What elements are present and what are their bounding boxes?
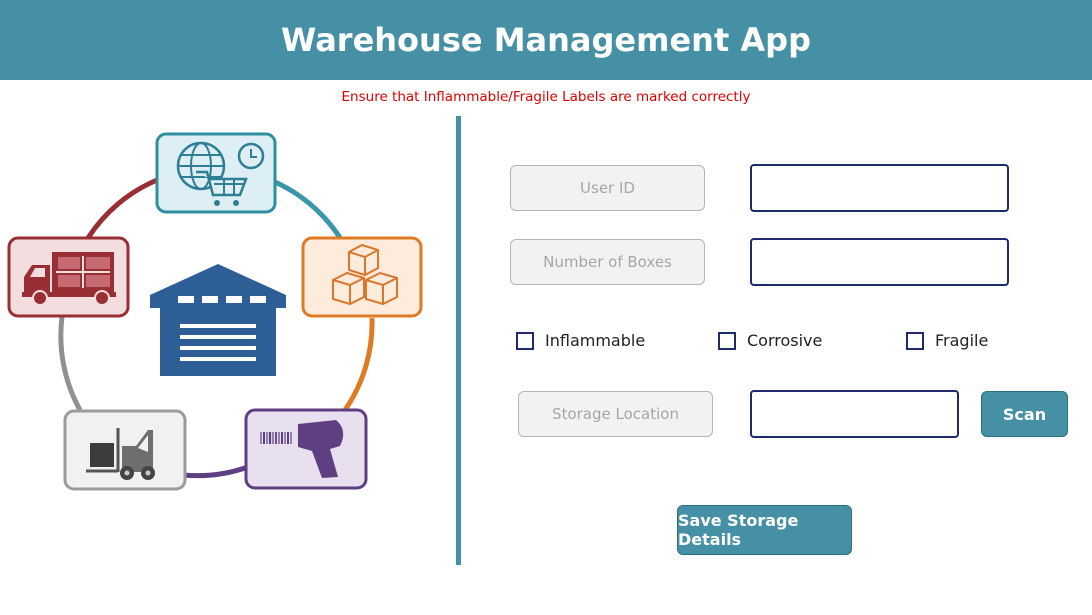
corrosive-label: Corrosive [747,331,823,350]
fragile-label: Fragile [935,331,989,350]
number-of-boxes-label-button[interactable]: Number of Boxes [510,239,705,285]
user-id-label-button[interactable]: User ID [510,165,705,211]
user-id-input[interactable] [750,164,1009,212]
storage-location-label-button[interactable]: Storage Location [518,391,713,437]
inflammable-label: Inflammable [545,331,646,350]
fragile-checkbox[interactable]: Fragile [906,331,988,350]
number-of-boxes-input[interactable] [750,238,1009,286]
corrosive-checkbox[interactable]: Corrosive [718,331,822,350]
save-storage-details-button[interactable]: Save Storage Details [677,505,852,555]
boxes-icon [301,236,423,318]
vertical-divider [456,116,461,565]
label-warning-text: Ensure that Inflammable/Fragile Labels a… [341,89,751,105]
checkbox-box[interactable] [718,331,736,350]
forklift-icon [63,409,187,491]
scan-button[interactable]: Scan [981,391,1068,437]
checkbox-box[interactable] [906,331,924,350]
checkbox-box[interactable] [516,331,534,350]
warehouse-cycle-illustration [7,132,423,491]
app-title: Warehouse Management App [281,21,811,59]
app-header: Warehouse Management App [0,0,1092,80]
delivery-truck-icon [7,236,130,318]
globe-cart-clock-icon [155,132,277,214]
warehouse-icon [150,264,286,376]
inflammable-checkbox[interactable]: Inflammable [516,331,645,350]
barcode-scanner-icon [244,408,368,490]
storage-location-input[interactable] [750,390,959,438]
